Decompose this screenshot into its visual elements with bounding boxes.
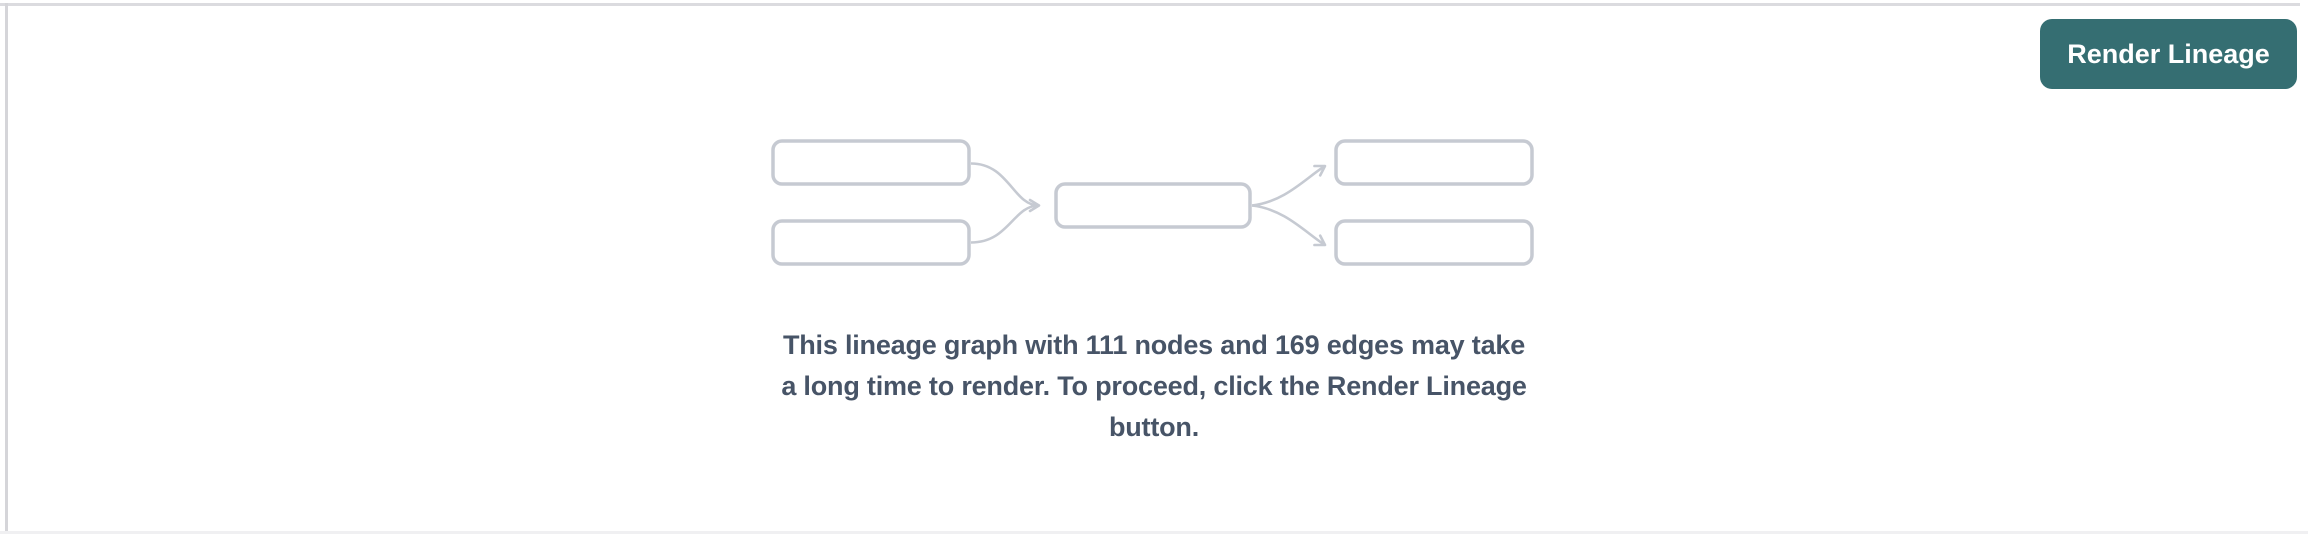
placeholder-node-middle [1054,182,1252,229]
lineage-placeholder-diagram [771,139,1534,266]
lineage-placeholder-panel: This lineage graph with 111 nodes and 16… [771,139,1537,448]
left-divider [5,3,8,531]
edge-middle-to-target-bottom [1251,204,1327,247]
edge-source-top-to-middle [970,162,1041,213]
render-lineage-button[interactable]: Render Lineage [2040,19,2297,89]
render-warning-message: This lineage graph with 111 nodes and 16… [781,325,1527,448]
bottom-divider [0,531,2308,534]
placeholder-node-source-bottom [771,219,971,266]
warning-line-1: This lineage graph with 111 nodes and 16… [782,330,1526,360]
edge-middle-to-target-top [1251,164,1327,207]
placeholder-node-target-bottom [1334,219,1534,266]
edge-source-bottom-to-middle [970,204,1040,244]
warning-line-2: a long time to render. To proceed, click… [781,371,1527,401]
placeholder-node-source-top [771,139,971,186]
placeholder-node-target-top [1334,139,1534,186]
top-divider [0,3,2300,6]
warning-line-3: button. [1108,412,1200,442]
